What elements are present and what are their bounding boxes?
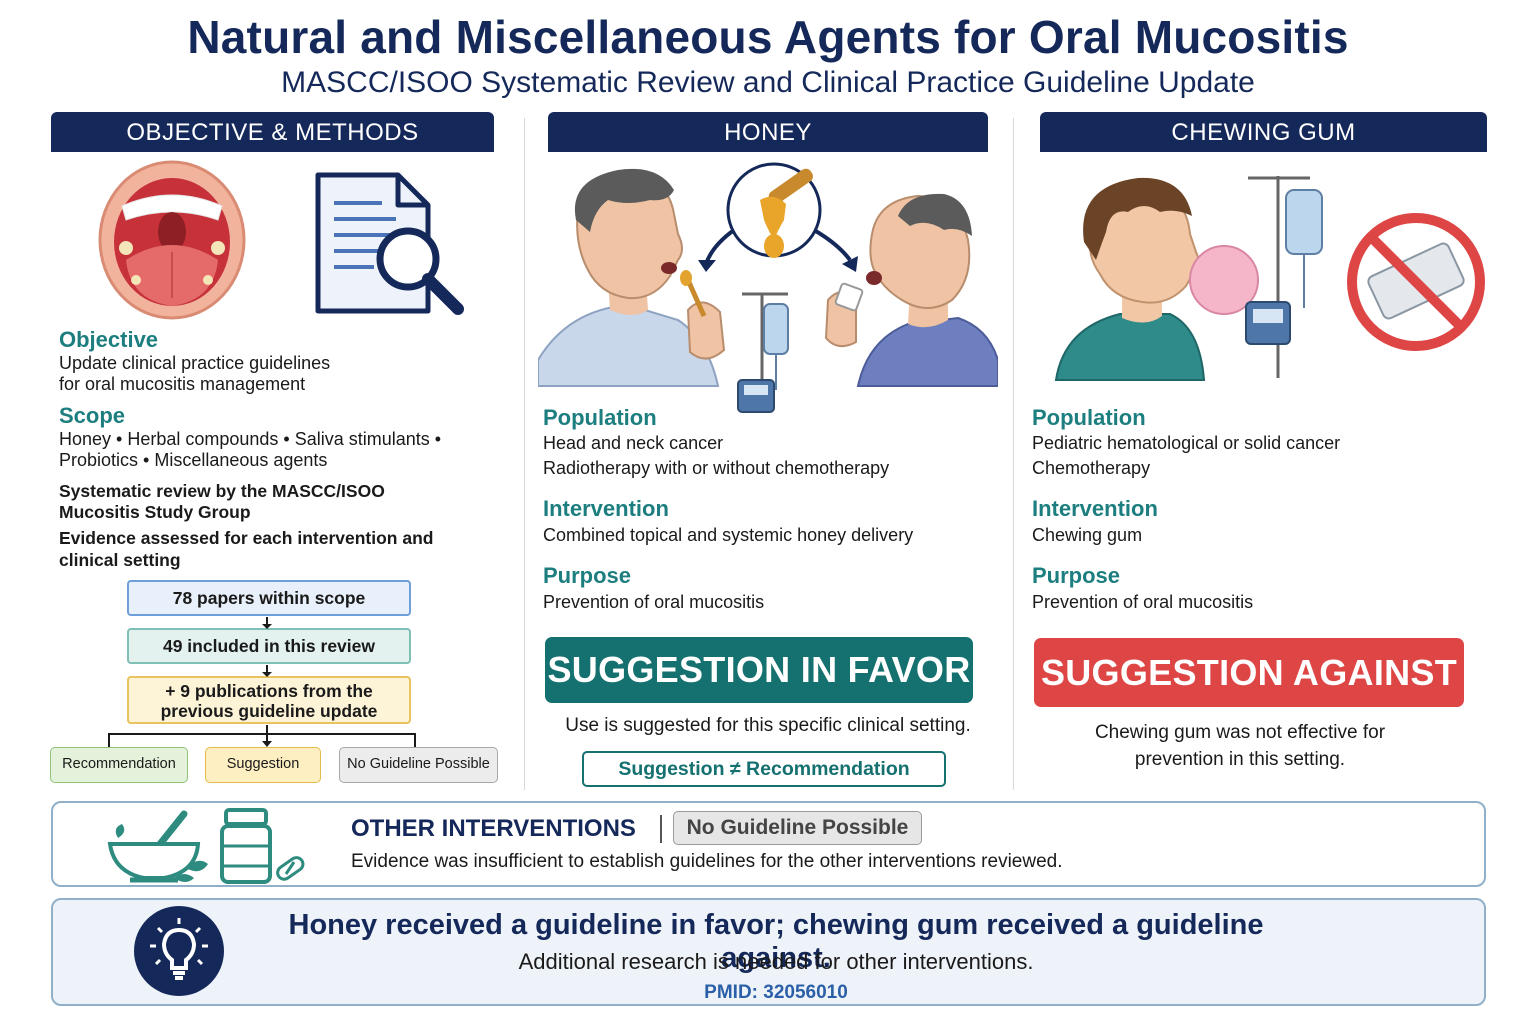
objective-label: Objective — [59, 327, 159, 352]
mortar-pestle-icon — [107, 810, 208, 883]
gum-intervention-text: Chewing gum — [1032, 525, 1143, 545]
honey-population-line: Head and neck cancer — [543, 433, 724, 453]
honey-purpose-label: Purpose — [543, 563, 632, 588]
gum-note-line: Chewing gum was not effective for — [1094, 722, 1386, 743]
gum-population-label: Population — [1032, 405, 1146, 430]
gum-population-line: Chemotherapy — [1032, 458, 1151, 478]
flow-box-papers-in-scope: 78 papers within scope — [127, 580, 411, 616]
gum-population-line: Pediatric hematological or solid cancer — [1032, 433, 1341, 453]
chewing-gum-illustration — [1054, 176, 1485, 381]
honey-verdict-badge: SUGGESTION IN FAVOR — [545, 637, 973, 703]
chewing-gum-header: CHEWING GUM — [1040, 112, 1487, 152]
category-suggestion: Suggestion — [205, 747, 321, 783]
other-interventions-text: Evidence was insufficient to establish g… — [351, 851, 1063, 872]
category-no-guideline: No Guideline Possible — [339, 747, 498, 783]
honey-header: HONEY — [548, 112, 988, 152]
honey-population-label: Population — [543, 405, 657, 430]
separator — [660, 815, 662, 843]
objective-line: for oral mucositis management — [59, 374, 306, 394]
gum-purpose-text: Prevention of oral mucositis — [1032, 592, 1254, 612]
scope-label: Scope — [59, 403, 126, 428]
no-guideline-badge: No Guideline Possible — [673, 811, 922, 845]
review-line: Systematic review by the MASCC/ISOO — [59, 481, 385, 501]
suggestion-not-recommendation-box: Suggestion ≠ Recommendation — [582, 751, 946, 787]
flow-arrows — [108, 617, 416, 747]
lightbulb-icon — [150, 918, 208, 980]
gum-intervention-label: Intervention — [1032, 496, 1158, 521]
evidence-line: clinical setting — [59, 550, 181, 570]
gum-purpose-label: Purpose — [1032, 563, 1121, 588]
summary-panel — [51, 898, 1486, 1006]
flow-box-previous-line: previous guideline update — [160, 701, 378, 721]
column-divider — [524, 118, 525, 790]
scope-line: Honey • Herbal compounds • Saliva stimul… — [59, 429, 442, 449]
category-recommendation: Recommendation — [50, 747, 188, 783]
flow-box-previous-line: + 9 publications from the — [165, 681, 373, 701]
column-divider — [1013, 118, 1014, 790]
open-mouth-icon — [98, 160, 246, 320]
document-search-icon — [315, 172, 464, 315]
gum-note-line: prevention in this setting. — [1134, 749, 1346, 770]
page-subtitle: MASCC/ISOO Systematic Review and Clinica… — [281, 66, 1255, 99]
objective-line: Update clinical practice guidelines — [59, 353, 331, 373]
scope-line: Probiotics • Miscellaneous agents — [59, 450, 328, 470]
objective-methods-header: OBJECTIVE & METHODS — [51, 112, 494, 152]
page-title: Natural and Miscellaneous Agents for Ora… — [187, 11, 1349, 63]
pmid-label: PMID: 32056010 — [704, 982, 848, 1003]
gum-verdict-badge: SUGGESTION AGAINST — [1034, 638, 1464, 707]
evidence-line: Evidence assessed for each intervention … — [59, 528, 434, 548]
honey-intervention-text: Combined topical and systemic honey deli… — [543, 525, 914, 545]
flow-box-included: 49 included in this review — [127, 628, 411, 664]
flow-box-previous: + 9 publications from the previous guide… — [127, 676, 411, 724]
pill-bottle-icon — [220, 808, 272, 884]
honey-purpose-text: Prevention of oral mucositis — [543, 592, 765, 612]
summary-sub: Additional research is needed for other … — [518, 949, 1034, 974]
honey-illustration — [538, 162, 998, 413]
capsule-icon — [276, 856, 305, 881]
honey-intervention-label: Intervention — [543, 496, 669, 521]
honey-note: Use is suggested for this specific clini… — [565, 715, 971, 736]
review-line: Mucositis Study Group — [59, 502, 251, 522]
other-interventions-title: OTHER INTERVENTIONS — [351, 815, 636, 842]
summary-main: Honey received a guideline in favor; che… — [288, 909, 1264, 974]
honey-population-line: Radiotherapy with or without chemotherap… — [543, 458, 890, 478]
